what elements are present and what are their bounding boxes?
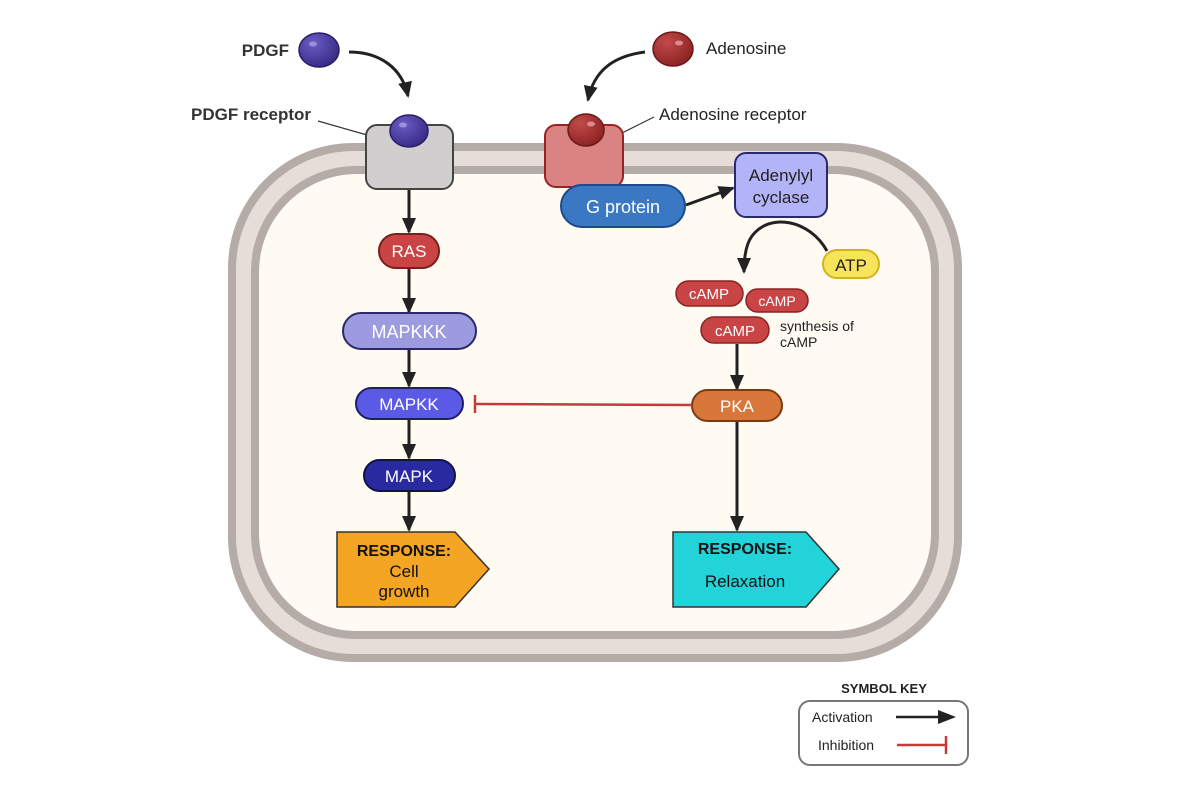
adenylyl-cyclase-label-line2: cyclase bbox=[753, 188, 810, 207]
pka: PKA bbox=[691, 389, 783, 422]
symbol-key: SYMBOL KEY Activation Inhibition bbox=[798, 681, 969, 766]
activation-key-label: Activation bbox=[812, 709, 873, 725]
pdgf-label: PDGF bbox=[242, 41, 289, 60]
pdgf-receptor-leader bbox=[317, 120, 368, 136]
camp-3-label: cAMP bbox=[715, 323, 755, 340]
camp-2: cAMP bbox=[745, 288, 809, 313]
adenosine-receptor bbox=[544, 113, 624, 188]
gprotein-to-cyclase-arrow bbox=[685, 186, 735, 207]
atp-label: ATP bbox=[835, 256, 867, 275]
adenylyl-cyclase: Adenylyl cyclase bbox=[734, 152, 828, 218]
camp-2-label: cAMP bbox=[758, 293, 795, 309]
g-protein-label: G protein bbox=[586, 197, 660, 217]
symbol-key-title: SYMBOL KEY bbox=[841, 681, 927, 696]
adenosine-binding-arrow bbox=[583, 50, 646, 102]
atp-to-camp-arrow bbox=[737, 220, 829, 274]
response-cell-growth: RESPONSE: Cell growth bbox=[336, 531, 491, 608]
pdgf-binding-arrow bbox=[348, 50, 412, 98]
response-relaxation: RESPONSE: Relaxation bbox=[672, 531, 840, 608]
response-growth-line2: growth bbox=[378, 582, 429, 601]
response-relaxation-line1: Relaxation bbox=[705, 572, 785, 591]
adenosine-ligand bbox=[652, 31, 694, 67]
mapk-label: MAPK bbox=[385, 467, 434, 486]
atp: ATP bbox=[822, 249, 880, 279]
camp-1: cAMP bbox=[675, 280, 744, 307]
ras-label: RAS bbox=[392, 242, 427, 261]
ras: RAS bbox=[378, 233, 440, 269]
activation-key-symbol bbox=[896, 710, 956, 724]
g-protein: G protein bbox=[560, 184, 686, 228]
pdgf-receptor-label: PDGF receptor bbox=[191, 105, 311, 124]
pdgf-receptor bbox=[365, 114, 454, 190]
pka-label: PKA bbox=[720, 397, 755, 416]
mapkk-label: MAPKK bbox=[379, 395, 439, 414]
camp-note-line2: cAMP bbox=[780, 334, 817, 350]
response-growth-line1: Cell bbox=[389, 562, 418, 581]
response-relaxation-title: RESPONSE: bbox=[698, 541, 792, 558]
mapkkk: MAPKKK bbox=[342, 312, 477, 350]
adenosine-bound-ligand bbox=[567, 113, 605, 147]
inhibition-key-label: Inhibition bbox=[818, 737, 874, 753]
adenosine-label: Adenosine bbox=[706, 39, 786, 58]
response-growth-title: RESPONSE: bbox=[357, 543, 451, 560]
camp-note-line1: synthesis of bbox=[780, 318, 854, 334]
pdgf-bound-ligand bbox=[389, 114, 429, 148]
mapkk: MAPKK bbox=[355, 387, 464, 420]
camp-1-label: cAMP bbox=[689, 286, 729, 303]
mapkkk-label: MAPKKK bbox=[371, 322, 446, 342]
pka-inhibits-mapkk bbox=[473, 395, 693, 413]
adenosine-receptor-leader bbox=[621, 116, 655, 134]
camp-3: cAMP bbox=[700, 316, 770, 344]
mapk: MAPK bbox=[363, 459, 456, 492]
adenosine-receptor-label: Adenosine receptor bbox=[659, 105, 807, 124]
adenylyl-cyclase-label-line1: Adenylyl bbox=[749, 166, 813, 185]
inhibition-key-symbol bbox=[897, 736, 948, 754]
pdgf-ligand bbox=[298, 32, 340, 68]
